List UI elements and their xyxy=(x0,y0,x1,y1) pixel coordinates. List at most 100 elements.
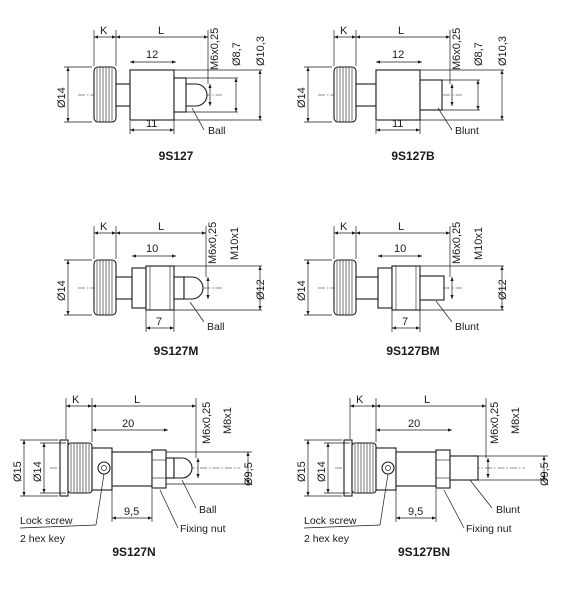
dim-k: K xyxy=(72,394,80,406)
dim-mid-diameter: M10x1 xyxy=(229,227,241,260)
dim-length-b: 7 xyxy=(402,316,408,328)
dim-k: K xyxy=(340,221,348,233)
knurled-head xyxy=(93,259,117,316)
dim-length-a: 20 xyxy=(408,418,420,430)
dim-head-diameter: Ø14 xyxy=(296,87,308,108)
caption: 9S127N xyxy=(112,545,155,559)
dim-mid-diameter: Ø8,7 xyxy=(231,42,243,66)
dim-length-b: 7 xyxy=(156,316,162,328)
knurled-head xyxy=(67,442,93,494)
threaded-body xyxy=(395,451,437,487)
fixing-nut xyxy=(435,449,451,489)
dim-l: L xyxy=(134,394,140,406)
ball-tip xyxy=(173,457,193,479)
ball-tip xyxy=(183,276,204,300)
view-9s127bn: K L 20 9,5 Ø15 Ø14 M6x0,25 M8x1 Ø9,5 Blu… xyxy=(296,394,551,559)
dim-right-diameter: Ø9,5 xyxy=(243,462,255,486)
blunt-tip xyxy=(419,79,443,111)
dim-mid-diameter: M8x1 xyxy=(510,407,522,434)
hex-key-label: 2 hex key xyxy=(304,533,350,545)
dim-right-diameter: Ø12 xyxy=(497,279,509,300)
tip-label: Blunt xyxy=(496,504,520,516)
dim-length-a: 12 xyxy=(392,49,404,61)
view-9s127b: K L 12 11 Ø14 M6x0,25 Ø8,7 Ø10,3 Blunt 9… xyxy=(296,25,509,163)
dim-head-diameter: Ø14 xyxy=(56,280,68,301)
tip-label: Blunt xyxy=(455,321,479,333)
view-9s127bm: K L 10 7 Ø14 M6x0,25 M10x1 Ø12 Blunt 9S1… xyxy=(296,221,509,358)
dim-right-diameter: Ø10,3 xyxy=(255,36,267,66)
dim-right-diameter: Ø12 xyxy=(255,279,267,300)
dim-thread: M6x0,25 xyxy=(489,402,501,444)
threaded-body xyxy=(111,451,153,487)
lock-screw-icon xyxy=(97,461,111,475)
threaded-body xyxy=(391,265,421,311)
flange xyxy=(59,439,69,497)
tip-label: Ball xyxy=(208,125,226,137)
dim-l: L xyxy=(158,221,164,233)
dim-l: L xyxy=(424,394,430,406)
caption: 9S127 xyxy=(159,149,194,163)
dim-right-diameter: Ø10,3 xyxy=(497,36,509,66)
flange xyxy=(343,439,353,497)
caption: 9S127BN xyxy=(398,545,450,559)
caption: 9S127BM xyxy=(386,344,439,358)
dim-l: L xyxy=(398,221,404,233)
fixing-nut xyxy=(151,449,167,489)
dim-right-diameter: Ø9,5 xyxy=(539,462,551,486)
tip-label: Blunt xyxy=(455,125,479,137)
dim-head-diameter: Ø14 xyxy=(32,461,44,482)
dim-mid-diameter: Ø8,7 xyxy=(473,42,485,66)
lock-screw-icon xyxy=(381,461,395,475)
knurled-head xyxy=(333,66,357,123)
lock-screw-label: Lock screw xyxy=(20,515,73,527)
threaded-body xyxy=(375,69,421,121)
dim-thread: M6x0,25 xyxy=(451,28,463,70)
fixing-nut-label: Fixing nut xyxy=(180,523,226,535)
dim-length-b: 9,5 xyxy=(124,506,139,518)
tip-label: Ball xyxy=(207,321,225,333)
dim-k: K xyxy=(100,221,108,233)
dim-k: K xyxy=(100,25,108,37)
dim-outer-diameter: Ø15 xyxy=(296,461,308,482)
dim-outer-diameter: Ø15 xyxy=(12,461,24,482)
dim-length-a: 20 xyxy=(122,418,134,430)
dim-length-b: 11 xyxy=(146,118,157,130)
dim-length-a: 10 xyxy=(146,243,158,255)
threaded-body xyxy=(145,265,175,311)
dim-length-b: 9,5 xyxy=(408,506,423,518)
blunt-tip xyxy=(419,275,445,301)
caption: 9S127B xyxy=(391,149,435,163)
view-9s127n: K L 20 9,5 Ø15 Ø14 M6x0,25 M8x1 Ø9,5 Bal… xyxy=(12,394,255,559)
view-9s127: K L 12 11 Ø14 M6x0,25 Ø8,7 Ø10,3 Ball 9S… xyxy=(56,25,267,163)
fixing-nut-label: Fixing nut xyxy=(466,523,512,535)
dim-length-b: 11 xyxy=(392,118,403,130)
blunt-tip xyxy=(449,455,479,481)
dim-mid-diameter: M10x1 xyxy=(473,227,485,260)
dim-head-diameter: Ø14 xyxy=(316,461,328,482)
view-9s127m: K L 10 7 Ø14 M6x0,25 M10x1 Ø12 Ball 9S12… xyxy=(56,221,267,358)
dim-l: L xyxy=(158,25,164,37)
dim-thread: M6x0,25 xyxy=(207,222,219,264)
dim-length-a: 10 xyxy=(394,243,406,255)
dim-l: L xyxy=(398,25,404,37)
dim-k: K xyxy=(340,25,348,37)
lock-screw-label: Lock screw xyxy=(304,515,357,527)
hex-collar xyxy=(377,267,393,309)
caption: 9S127M xyxy=(154,344,199,358)
tip-label: Ball xyxy=(199,504,217,516)
knurled-head xyxy=(351,442,377,494)
hex-key-label: 2 hex key xyxy=(20,533,66,545)
dim-mid-diameter: M8x1 xyxy=(222,407,234,434)
dim-thread: M6x0,25 xyxy=(451,222,463,264)
dim-thread: M6x0,25 xyxy=(209,28,221,70)
knurled-head xyxy=(93,66,117,123)
threaded-body xyxy=(129,69,175,121)
knurled-head xyxy=(333,259,357,316)
dim-thread: M6x0,25 xyxy=(201,402,213,444)
hex-collar xyxy=(131,267,147,309)
dim-head-diameter: Ø14 xyxy=(56,87,68,108)
dim-length-a: 12 xyxy=(146,49,158,61)
dim-k: K xyxy=(356,394,364,406)
